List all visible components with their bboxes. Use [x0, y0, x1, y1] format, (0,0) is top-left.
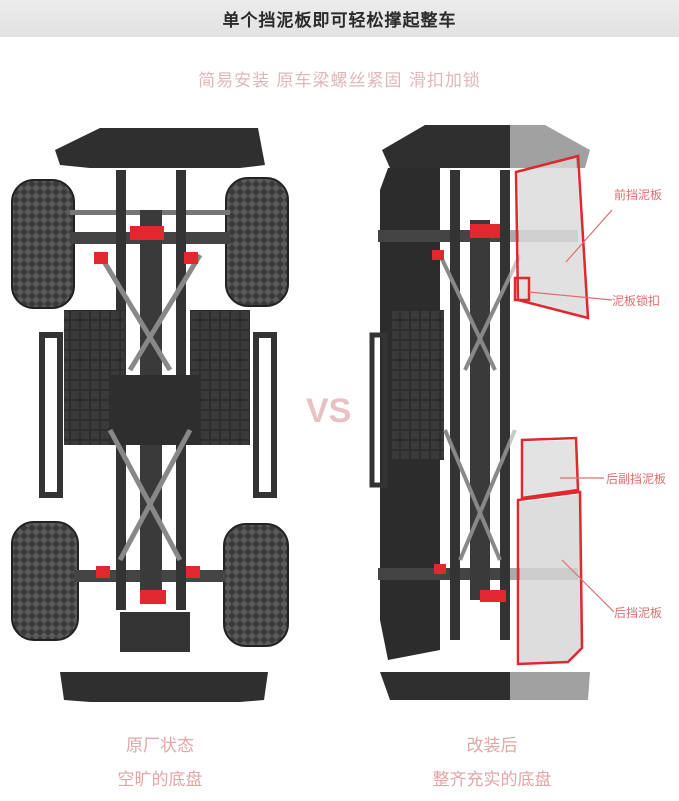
front-left-tire: [11, 179, 75, 309]
fender-lock-outline: [513, 276, 531, 302]
right-caption-line2: 整齐充实的底盘: [432, 770, 552, 790]
modified-chassis: [369, 118, 610, 708]
front-fender-outline: [514, 154, 590, 320]
rear-right-tire: [223, 523, 289, 647]
callout-front-fender: 前挡泥板: [614, 188, 663, 202]
original-chassis: [11, 128, 289, 702]
rear-fender-outline: [516, 490, 584, 666]
right-caption-line1: 改装后: [466, 736, 518, 756]
callout-rear-fender: 后挡泥板: [614, 606, 663, 620]
callout-rear-aux-fender: 后副挡泥板: [606, 472, 667, 486]
callout-highlights: [513, 154, 590, 666]
left-caption-line2: 空旷的底盘: [117, 770, 203, 790]
subtitle: 简易安装 原车梁螺丝紧固 滑扣加锁: [198, 71, 481, 91]
header-title: 单个挡泥板即可轻松撑起整车: [222, 11, 457, 31]
callout-fender-lock: 泥板锁扣: [612, 294, 661, 308]
callout-lines: [528, 209, 615, 613]
rear-left-tire: [11, 521, 79, 641]
left-caption-line1: 原厂状态: [126, 736, 194, 756]
rear-aux-fender-outline: [520, 436, 580, 500]
front-right-tire: [225, 177, 289, 307]
vs-label: VS: [306, 392, 352, 430]
header-banner: 单个挡泥板即可轻松撑起整车: [0, 0, 679, 37]
